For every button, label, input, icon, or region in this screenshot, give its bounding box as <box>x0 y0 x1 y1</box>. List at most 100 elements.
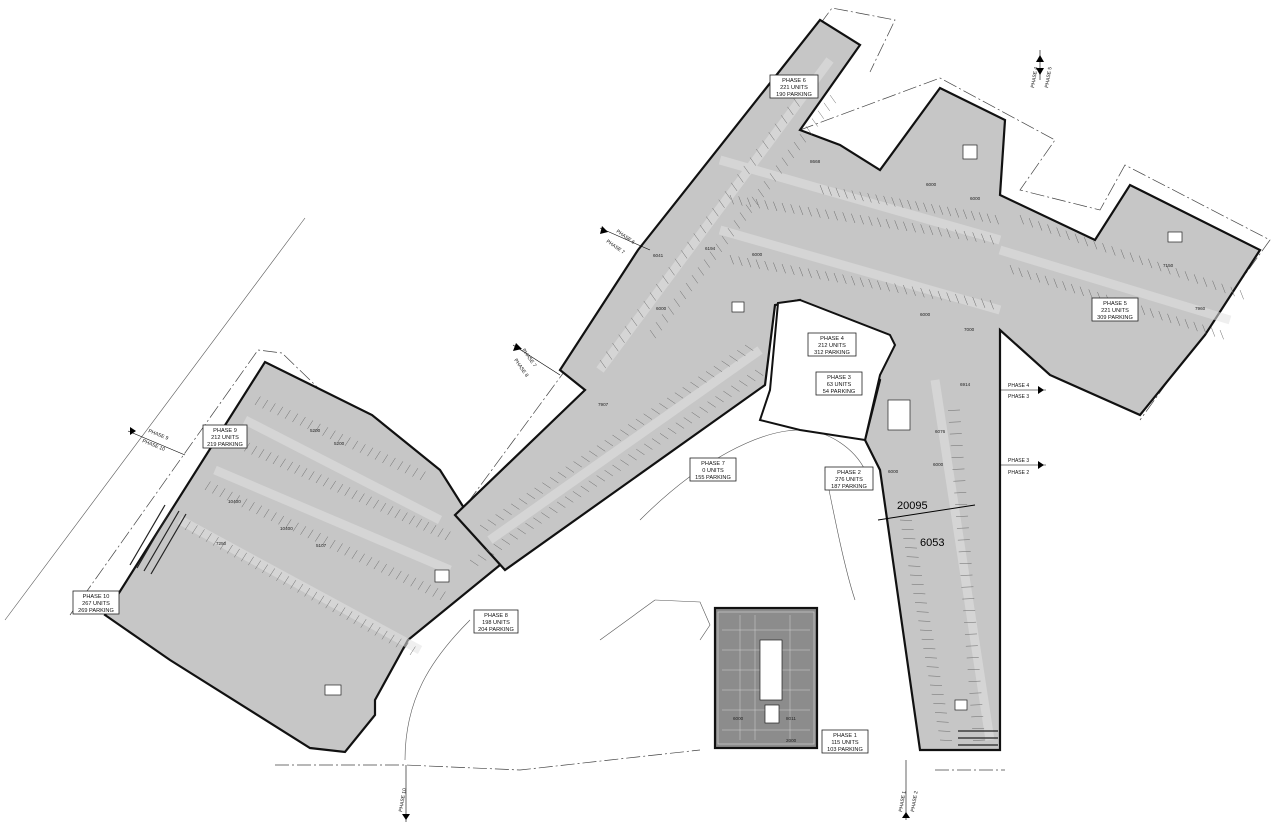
parking-stall <box>739 212 747 221</box>
parking-stall <box>311 591 318 601</box>
parking-stall <box>402 642 409 652</box>
parking-stall <box>807 206 812 217</box>
parking-stall <box>916 611 929 613</box>
parking-stall <box>933 703 946 705</box>
marker-4-3-b: PHASE 3 <box>1008 394 1029 400</box>
parking-stall <box>679 290 687 300</box>
parking-stall <box>409 646 416 656</box>
parking-stall <box>931 204 936 214</box>
parking-stall <box>754 369 764 376</box>
parking-stall <box>395 638 402 648</box>
parking-stall <box>947 206 952 217</box>
parking-stall <box>743 165 750 175</box>
parking-stall <box>612 464 621 471</box>
parking-stall <box>724 191 732 200</box>
road-edge-2 <box>599 599 656 641</box>
parking-stall <box>344 437 351 447</box>
parking-stall <box>894 283 899 293</box>
parking-stall <box>763 181 771 190</box>
parking-stall <box>673 298 681 307</box>
parking-stall <box>367 623 374 632</box>
parking-stall <box>659 403 668 410</box>
phase-8-name: PHASE 8 <box>484 613 508 619</box>
parking-stall <box>1065 230 1070 241</box>
marker-3-2-b: PHASE 2 <box>1008 470 1029 476</box>
phase-10-name: PHASE 10 <box>83 594 110 600</box>
parking-stall <box>885 281 890 292</box>
phase-5-name: PHASE 5 <box>1103 301 1127 307</box>
parking-stall <box>1028 218 1034 228</box>
parking-stall <box>248 502 255 511</box>
parking-stall <box>762 140 769 149</box>
parking-stall <box>1175 268 1180 278</box>
parking-stall <box>631 317 638 327</box>
parking-stall <box>675 422 685 429</box>
phase-10-parking: 269 PARKING <box>78 608 114 614</box>
dimension-6194: 6194 <box>705 246 716 251</box>
dimension-6000-g: 6000 <box>656 306 667 311</box>
aisle-east-1 <box>998 245 1232 325</box>
parking-stall <box>387 506 394 515</box>
parking-stall <box>403 574 409 583</box>
phase-7-units: 0 UNITS <box>702 468 724 474</box>
parking-stall <box>205 533 212 542</box>
parking-stall <box>963 295 968 305</box>
parking-stall <box>283 576 290 585</box>
dimension-7000: 7000 <box>964 327 975 332</box>
aisle-west-3 <box>242 415 443 525</box>
parking-stall <box>408 515 415 525</box>
parking-stall <box>397 461 404 470</box>
parking-stall <box>212 537 219 546</box>
parking-stall <box>315 474 322 484</box>
drive-aisles <box>177 57 1232 741</box>
marker-phase-10: PHASE 10 <box>398 765 410 822</box>
parking-stall <box>907 199 912 210</box>
parking-stall <box>549 507 558 514</box>
parking-stall <box>972 296 977 307</box>
parking-stall <box>219 488 226 498</box>
parking-stall <box>737 174 744 183</box>
parking-stall <box>444 531 451 541</box>
courtyard-curve <box>639 429 866 521</box>
parking-stall <box>972 232 977 242</box>
parking-stall <box>493 543 503 551</box>
parking-stall <box>859 277 864 287</box>
parking-stall <box>624 326 632 335</box>
dimension-7250: 7250 <box>216 541 227 546</box>
parking-stall <box>768 132 775 141</box>
parking-stall <box>620 429 629 436</box>
parking-stall <box>915 201 920 211</box>
parking-stall <box>329 430 336 440</box>
parking-stall <box>911 222 916 233</box>
parking-stall <box>729 355 738 362</box>
dimension-7150: 7150 <box>1163 263 1174 268</box>
parking-stall <box>367 447 374 457</box>
road-curve <box>404 619 471 761</box>
parking-stall <box>572 491 582 498</box>
parking-stall <box>382 454 389 464</box>
parking-stall <box>292 413 299 423</box>
parking-stall <box>628 454 637 461</box>
dimension-10400-b: 10400 <box>280 526 293 531</box>
parking-stall <box>1184 271 1189 281</box>
parking-stall <box>842 274 847 284</box>
parking-stall <box>934 712 947 714</box>
parking-stall <box>757 188 765 198</box>
parking-stall <box>729 254 734 265</box>
parking-stall <box>241 498 248 508</box>
phase-8-label: PHASE 8 198 UNITS 204 PARKING <box>473 609 519 634</box>
parking-stall <box>926 666 939 668</box>
parking-stall <box>374 626 381 636</box>
parking-stall <box>269 403 276 412</box>
parking-stall <box>1211 327 1216 337</box>
parking-stall <box>308 471 315 480</box>
parking-stall <box>1221 283 1226 294</box>
parking-stall <box>265 452 272 461</box>
parking-stall <box>360 619 367 628</box>
parking-stall <box>226 544 233 554</box>
dimension-5200-b: 5200 <box>334 441 345 446</box>
parking-stall <box>1062 281 1067 291</box>
phase-5-units: 221 UNITS <box>1101 308 1129 314</box>
parking-stall <box>292 522 299 532</box>
parking-stall <box>712 207 719 217</box>
